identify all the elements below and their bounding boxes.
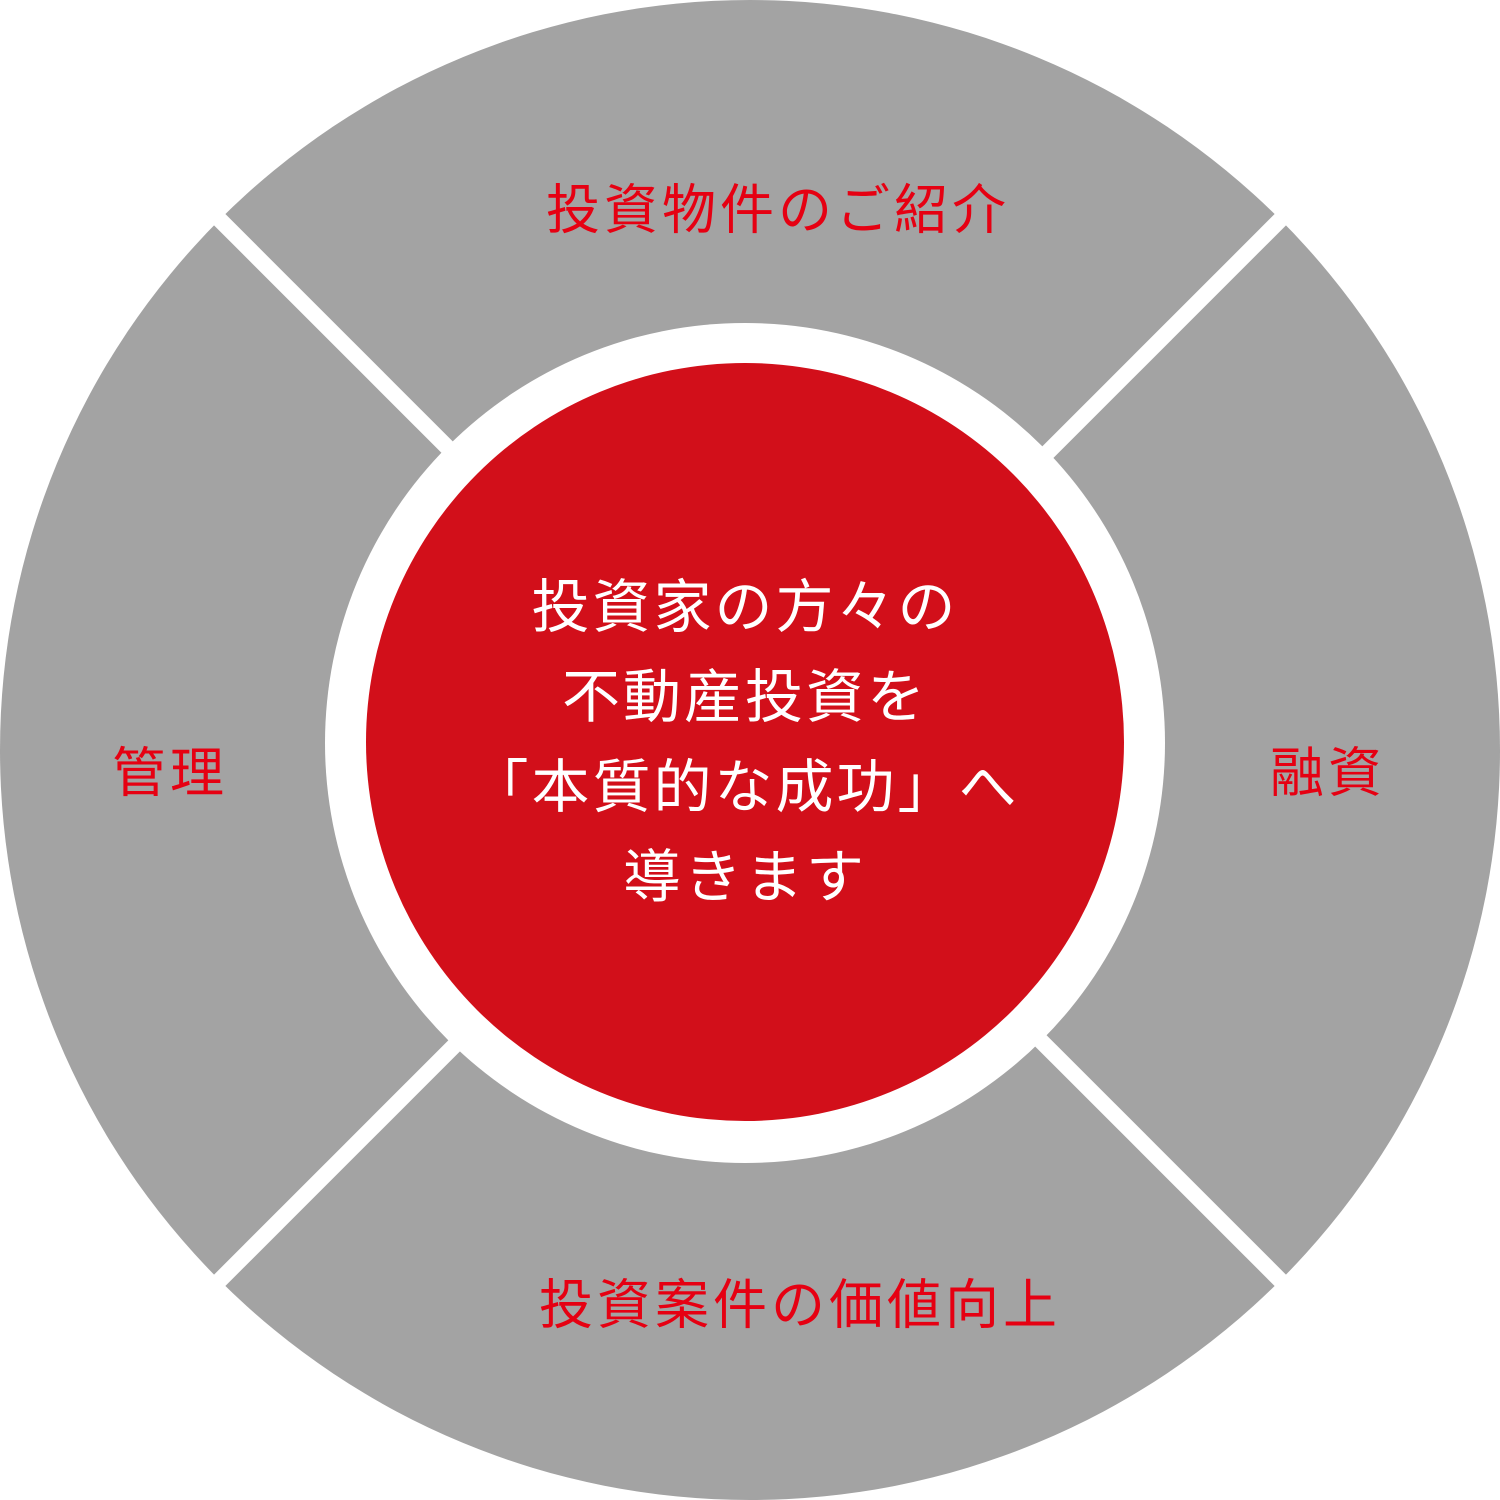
center-line-2: 不動産投資を bbox=[561, 663, 929, 731]
segment-label-top: 投資物件のご紹介 bbox=[546, 178, 1010, 242]
center-line-1: 投資家の方々の bbox=[531, 573, 959, 641]
center-line-3: 「本質的な成功」へ bbox=[470, 753, 1020, 821]
segment-label-left: 管理 bbox=[112, 741, 228, 805]
center-disc bbox=[366, 363, 1124, 1121]
center-message: 投資家の方々の 不動産投資を 「本質的な成功」へ 導きます bbox=[470, 562, 1019, 922]
segment-label-bottom: 投資案件の価値向上 bbox=[539, 1273, 1061, 1337]
segment-label-right: 融資 bbox=[1270, 741, 1386, 805]
center-line-4: 導きます bbox=[622, 843, 868, 911]
